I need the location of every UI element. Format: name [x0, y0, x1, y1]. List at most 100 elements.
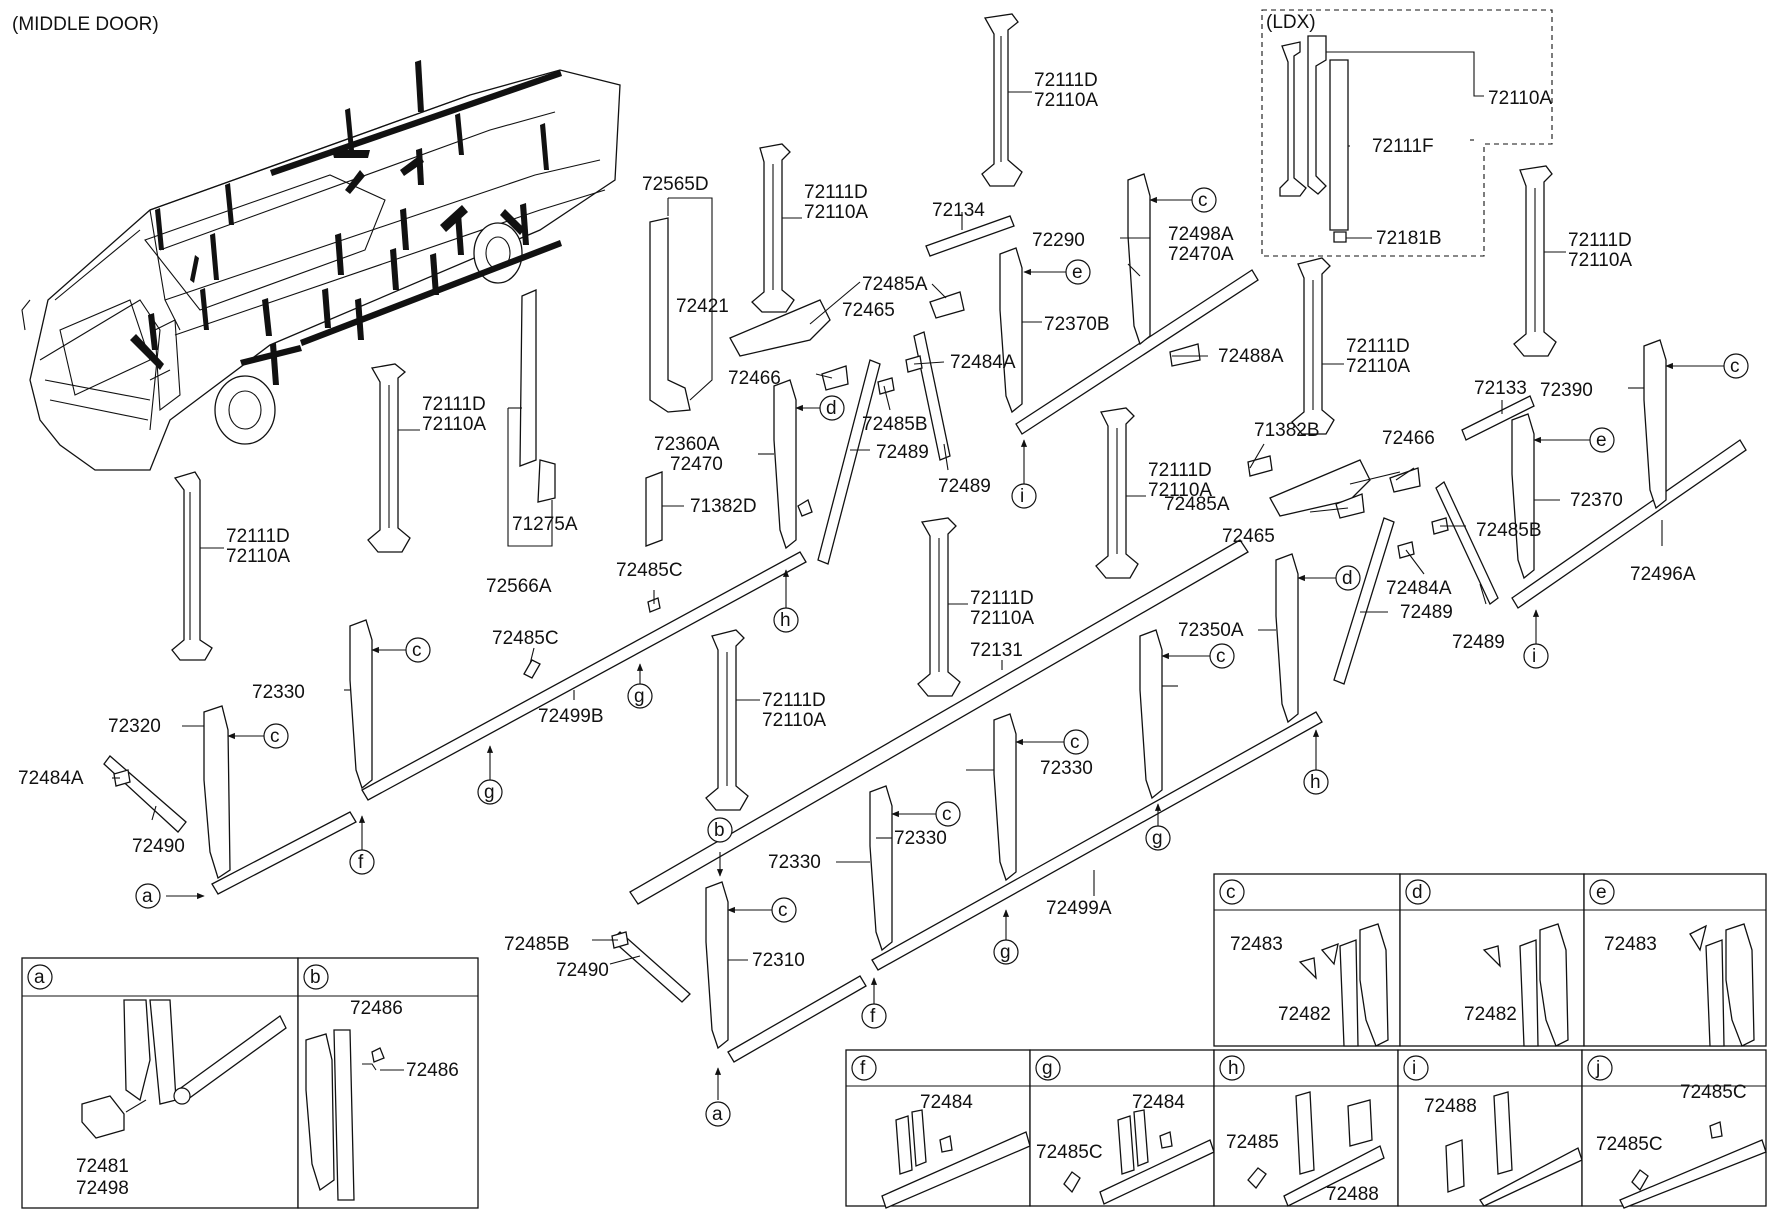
diagram-title: (MIDDLE DOOR)	[12, 14, 159, 35]
label-72485c: 72485C	[616, 560, 683, 581]
bracket-72465-right	[1335, 493, 1365, 519]
label-72310: 72310	[752, 950, 805, 971]
label-72488: 72488	[1326, 1184, 1379, 1205]
label-72111d: 72111D	[970, 588, 1034, 609]
callout-c: c	[1730, 356, 1740, 377]
ldx-box: (LDX)	[1261, 9, 1553, 257]
label-72484a: 72484A	[1386, 578, 1452, 599]
pillar-72111d-left-bottom	[171, 471, 213, 661]
pillar-72111d-door-upper	[751, 143, 795, 313]
callout-c: c	[1070, 732, 1080, 753]
label-72360a: 72360A	[654, 434, 720, 455]
label-72485a: 72485A	[862, 274, 928, 295]
label-72485c: 72485C	[1036, 1142, 1103, 1163]
rail-lower-left	[211, 811, 357, 895]
callout-arrows	[166, 196, 1724, 1100]
roof-bar-72131	[629, 539, 1249, 905]
detail-box-a: a 72481 72498	[21, 957, 299, 1209]
jamb-72360a	[773, 379, 797, 550]
label-72498a: 72498A	[1168, 224, 1234, 245]
callout-a: a	[142, 886, 153, 907]
label-72489: 72489	[938, 476, 991, 497]
callout-h: h	[780, 610, 791, 631]
label-72484a: 72484A	[950, 352, 1016, 373]
label-72489: 72489	[876, 442, 929, 463]
label-72490: 72490	[132, 836, 185, 857]
label-72490: 72490	[556, 960, 609, 981]
label-72484: 72484	[920, 1092, 973, 1113]
label-72111d: 72111D	[1568, 230, 1632, 251]
rail-72499a	[871, 711, 1323, 971]
detail-box-b: b 72486 72486	[297, 957, 479, 1209]
jamb-72370	[1511, 413, 1535, 580]
label-72483: 72483	[1230, 934, 1283, 955]
rail-72499b	[361, 551, 807, 801]
detail-f-callout: f	[860, 1058, 866, 1079]
label-72488a: 72488A	[1218, 346, 1284, 367]
label-72111f: 72111F	[1372, 136, 1434, 157]
label-72111d: 72111D	[804, 182, 868, 203]
detail-box-g: g 72484 72485C	[1029, 1049, 1215, 1207]
label-72482: 72482	[1278, 1004, 1331, 1025]
label-72482: 72482	[1464, 1004, 1517, 1025]
detail-g-callout: g	[1042, 1058, 1053, 1079]
jamb-72390	[1643, 339, 1667, 510]
rail-72496a	[1511, 439, 1747, 609]
label-72370b: 72370B	[1044, 314, 1110, 335]
callout-h: h	[1310, 772, 1321, 793]
label-72485c: 72485C	[1596, 1134, 1663, 1155]
label-72110a-ldx: 72110A	[1488, 88, 1552, 109]
callout-d: d	[1342, 568, 1353, 589]
pillar-72111d-center-lower	[917, 517, 961, 697]
label-72320: 72320	[108, 716, 161, 737]
callout-d: d	[826, 398, 837, 419]
strip-72489-d	[1435, 480, 1499, 606]
label-72486: 72486	[406, 1060, 459, 1081]
detail-b-callout: b	[310, 967, 321, 988]
callout-e: e	[1596, 430, 1607, 451]
callout-i: i	[1532, 646, 1536, 667]
callout-c: c	[778, 900, 788, 921]
detail-h-callout: h	[1228, 1058, 1239, 1079]
label-72465: 72465	[1222, 526, 1275, 547]
block-71382d	[645, 471, 663, 547]
clip-72485b-upper	[877, 377, 895, 395]
detail-box-d: d 72482	[1399, 873, 1585, 1047]
rail-lower-center	[727, 975, 867, 1063]
detail-box-j: j 72485C 72485C	[1581, 1049, 1767, 1209]
label-72466: 72466	[1382, 428, 1435, 449]
label-72110a: 72110A	[1148, 480, 1212, 501]
callout-a: a	[712, 1104, 723, 1125]
jamb-72330-left	[349, 619, 373, 790]
label-72181b: 72181B	[1376, 228, 1442, 249]
label-72485a: 72485A	[1164, 494, 1230, 515]
callout-g: g	[634, 686, 645, 707]
label-72485: 72485	[1226, 1132, 1279, 1153]
label-71275a: 71275A	[512, 514, 578, 535]
label-72485b: 72485B	[862, 414, 928, 435]
label-72330: 72330	[894, 828, 947, 849]
detail-e-callout: e	[1596, 882, 1607, 903]
label-72330: 72330	[768, 852, 821, 873]
strip-72489-a	[817, 359, 881, 565]
label-72330: 72330	[252, 682, 305, 703]
label-72370: 72370	[1570, 490, 1623, 511]
jamb-72310	[705, 881, 729, 1050]
label-72485c: 72485C	[492, 628, 559, 649]
clip-72485c-mid2	[797, 499, 813, 517]
bracket-72465-upper	[929, 291, 965, 319]
label-72484: 72484	[1132, 1092, 1185, 1113]
roof-bar-72134	[925, 215, 1015, 257]
callout-e: e	[1072, 262, 1083, 283]
callout-bubbles: c e c e d d c c c c c c i i h h g g g g …	[135, 187, 1749, 1127]
rail-72498a	[1015, 269, 1259, 435]
block-72488a	[1169, 343, 1201, 367]
label-72470: 72470	[670, 454, 723, 475]
label-72110a: 72110A	[1034, 90, 1098, 111]
jamb-72320	[203, 705, 231, 880]
label-72330: 72330	[1040, 758, 1093, 779]
detail-box-h: h 72485 72488	[1213, 1049, 1399, 1207]
label-72485c: 72485C	[1680, 1082, 1747, 1103]
panel-72485a-upper	[729, 299, 831, 357]
